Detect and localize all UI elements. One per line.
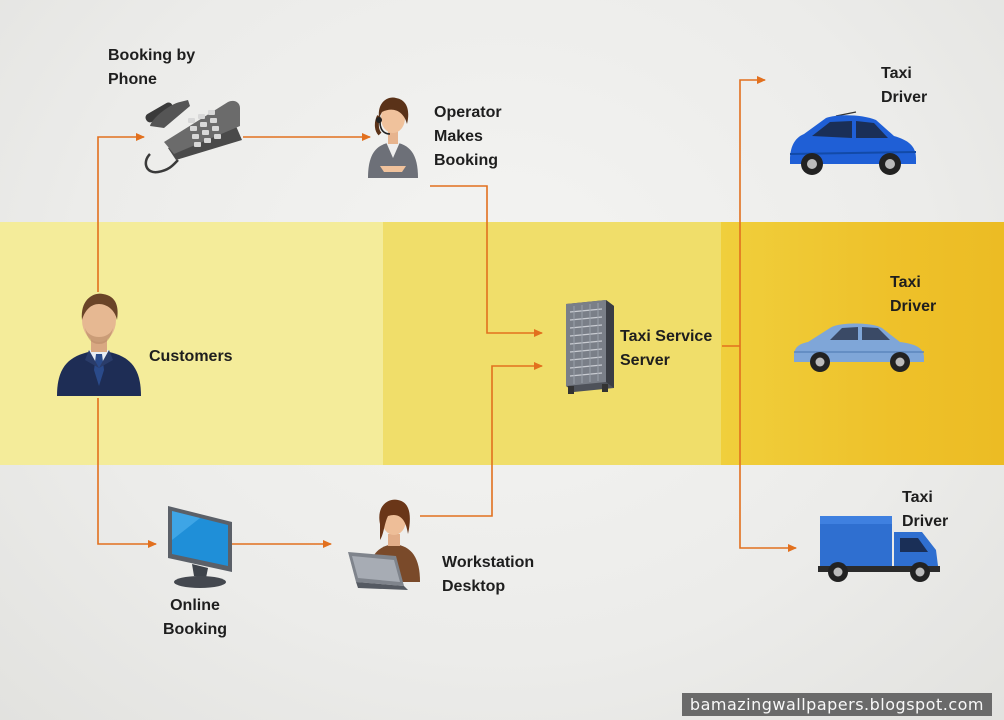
watermark: bamazingwallpapers.blogspot.com (681, 693, 992, 716)
link-workstation-server (420, 362, 543, 517)
operator-icon (368, 97, 418, 178)
link-customers-online (97, 398, 157, 548)
server-icon (566, 300, 614, 394)
label-workstation: Workstation Desktop (442, 554, 535, 595)
delivery-van-icon (818, 516, 940, 582)
monitor-icon (168, 506, 232, 588)
customer-icon (57, 293, 141, 396)
label-online-booking: Online Booking (163, 597, 227, 638)
label-taxi-driver-2: Taxi Driver (890, 274, 937, 315)
sedan-car-icon (794, 323, 924, 372)
hatchback-car-icon (789, 111, 917, 175)
workstation-person-icon (348, 499, 420, 590)
band-customers (0, 222, 383, 465)
link-operator-server (430, 185, 543, 337)
link-server-driver-3 (739, 346, 797, 552)
label-operator: Operator Makes Booking (434, 104, 502, 169)
label-customers: Customers (149, 348, 233, 365)
label-booking-by-phone: Booking by Phone (108, 47, 196, 88)
link-server-driver-1 (739, 76, 766, 346)
link-customers-phone (97, 133, 145, 292)
label-taxi-server: Taxi Service Server (620, 328, 713, 369)
band-server (383, 222, 721, 465)
label-taxi-driver-3: Taxi Driver (902, 489, 949, 530)
label-taxi-driver-1: Taxi Driver (881, 65, 928, 106)
telephone-icon (144, 100, 242, 174)
